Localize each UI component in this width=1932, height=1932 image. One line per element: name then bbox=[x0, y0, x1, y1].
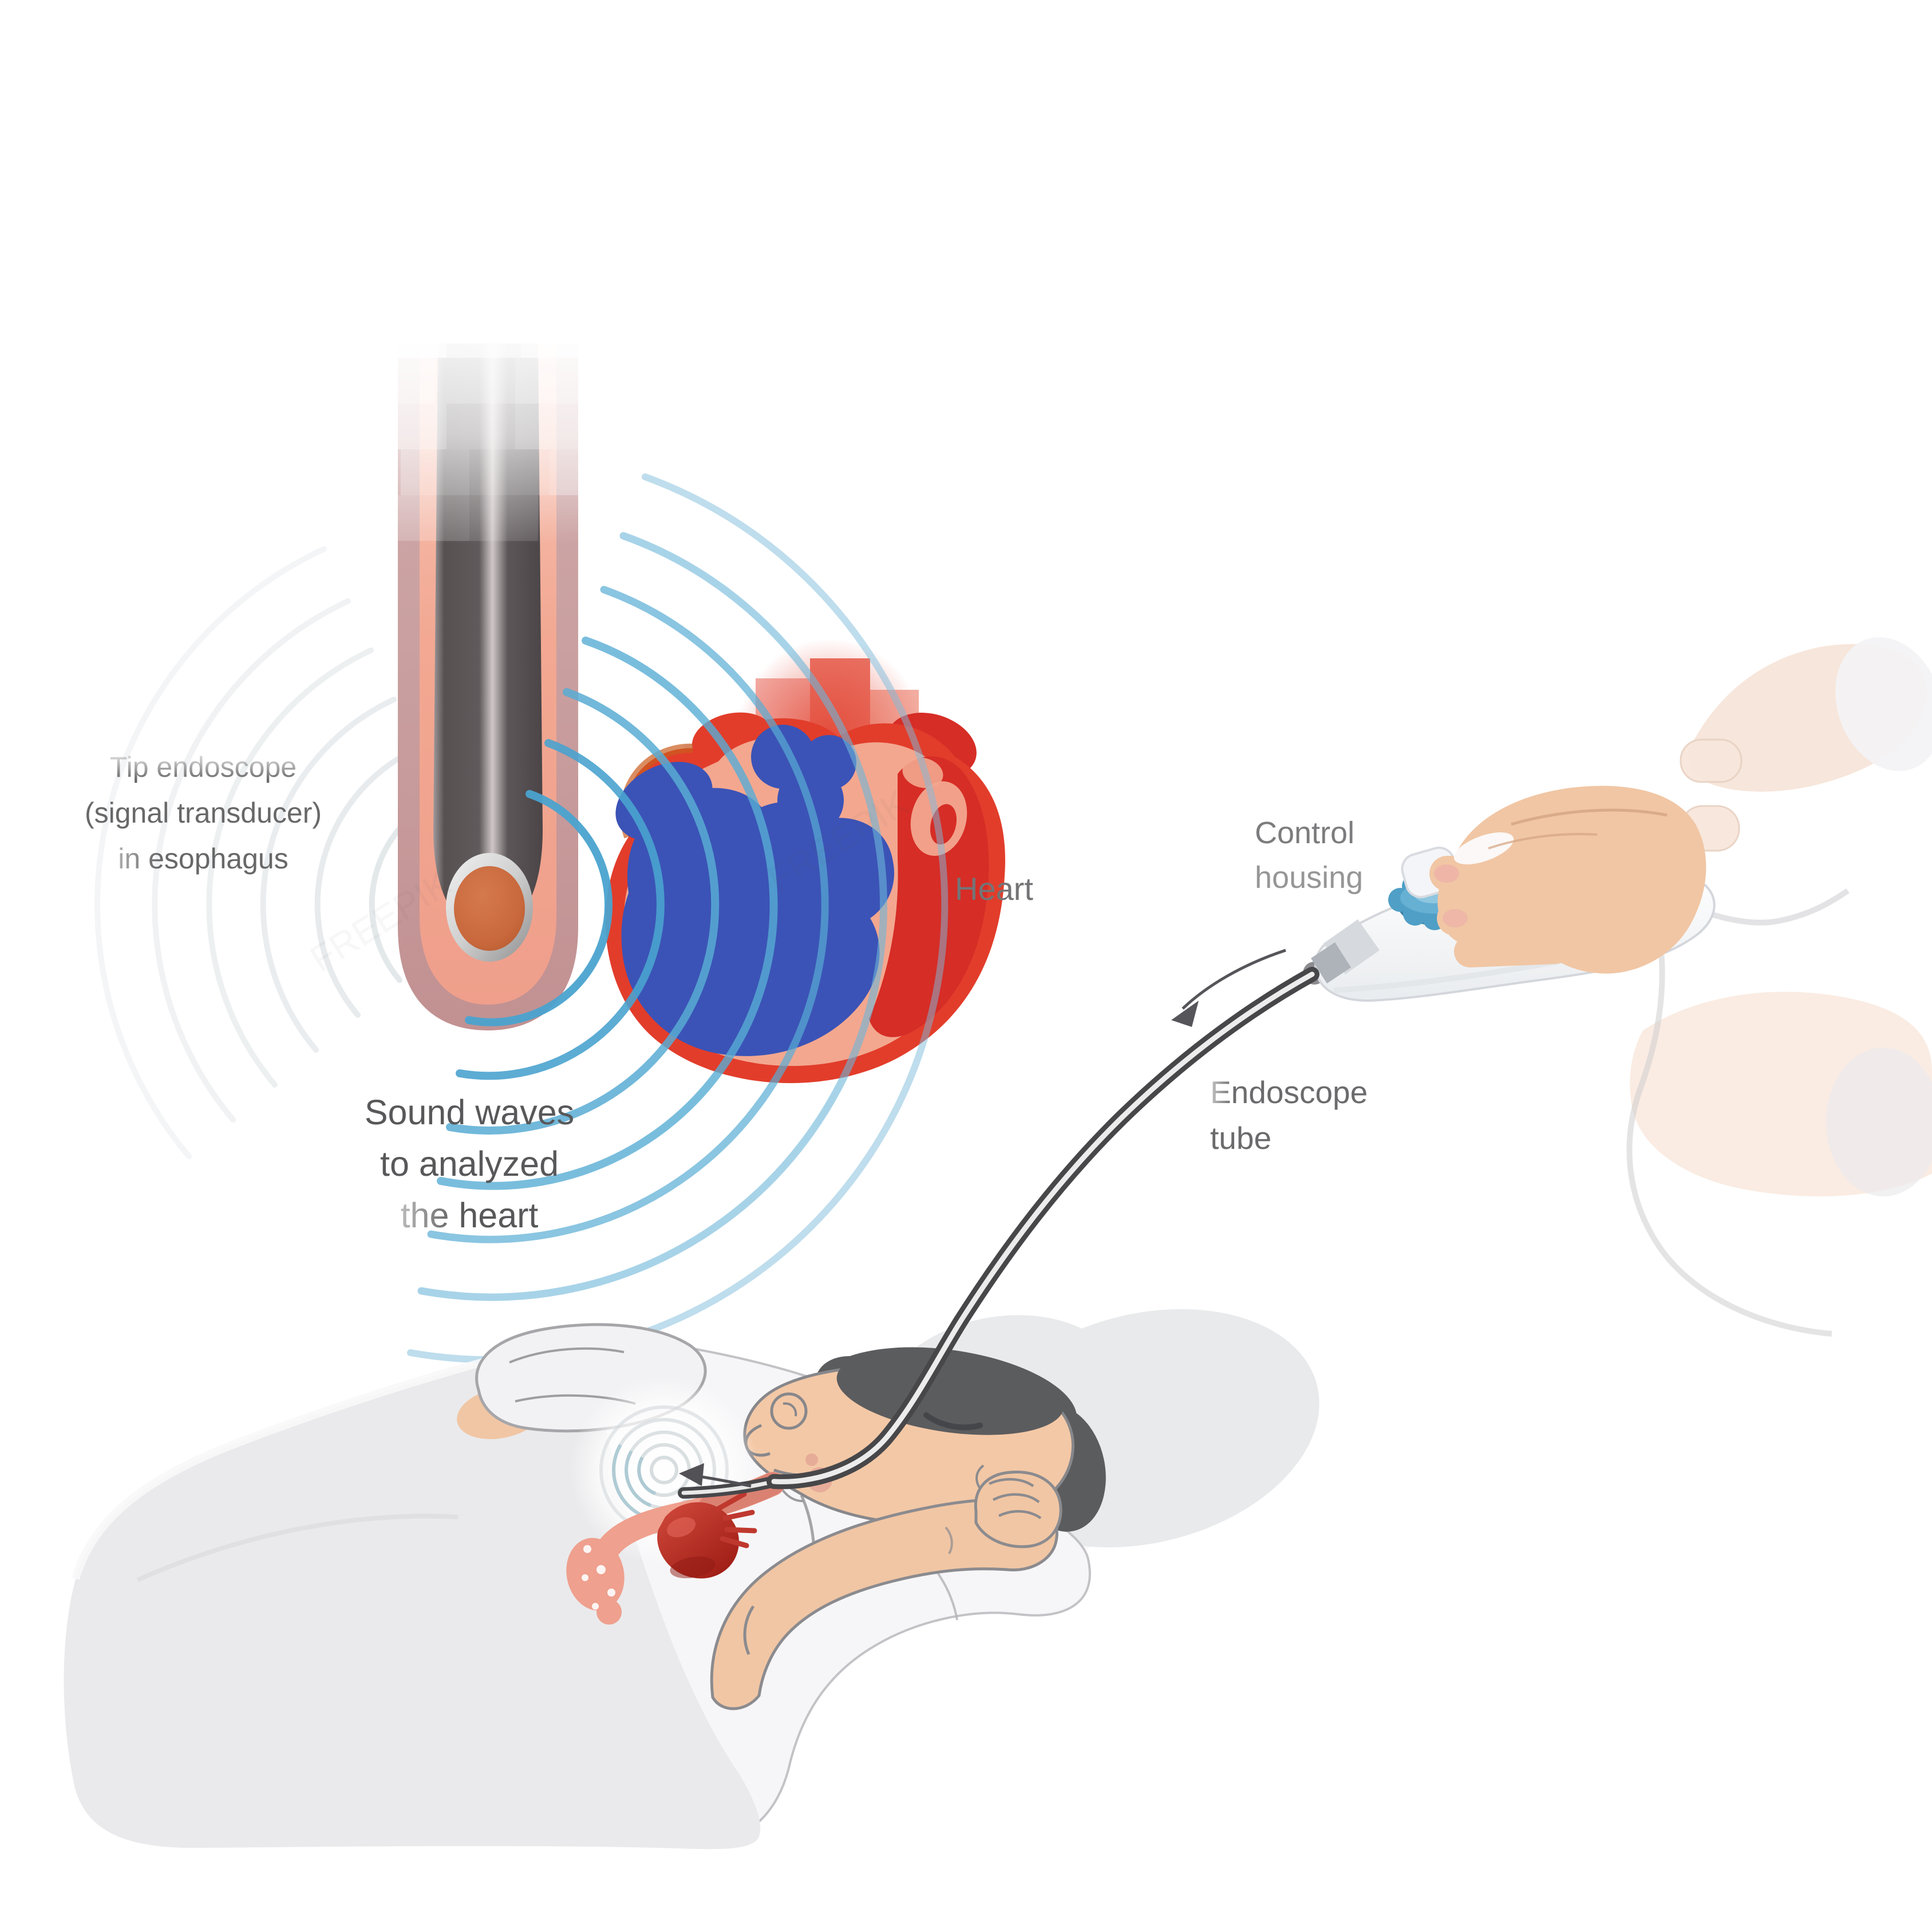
label-tip-line3: in esophagus bbox=[118, 843, 289, 875]
label-endoscope-tube: Endoscope tube bbox=[1210, 1069, 1368, 1161]
esophagus-cross-section bbox=[375, 303, 630, 1030]
patient-hand bbox=[974, 1464, 1062, 1548]
ear bbox=[770, 1392, 808, 1430]
label-sound-line1: Sound waves bbox=[364, 1093, 575, 1132]
operator-hand bbox=[1429, 785, 1706, 974]
chest-scan-diagram bbox=[566, 1376, 785, 1625]
patient bbox=[64, 1309, 1319, 1850]
label-control-line2: housing bbox=[1255, 860, 1364, 895]
operator-hand-group bbox=[1303, 637, 1932, 1337]
finger bbox=[1454, 932, 1571, 967]
probe-direction-arrow-icon bbox=[679, 1463, 752, 1488]
transducer-face bbox=[454, 866, 525, 951]
label-tip-line1: Tip endoscope bbox=[109, 751, 297, 783]
finger bbox=[1437, 895, 1567, 935]
patient-arm bbox=[710, 1464, 1062, 1710]
label-sound-line2: to analyzed bbox=[380, 1144, 559, 1183]
stomach bbox=[566, 1538, 625, 1625]
fade-mosaic bbox=[375, 303, 630, 544]
label-tip-endoscope: Tip endoscope (signal transducer) in eso… bbox=[80, 744, 326, 882]
patient-head bbox=[743, 1347, 1106, 1532]
label-control-line1: Control bbox=[1255, 816, 1355, 850]
label-sound-line3: the heart bbox=[400, 1196, 539, 1235]
endoscope-tube-external bbox=[767, 949, 1319, 1490]
label-tube-line1: Endoscope bbox=[1210, 1074, 1368, 1110]
tube-direction-arrow-icon bbox=[1171, 949, 1286, 1027]
heart-left-ventricle bbox=[621, 788, 895, 1056]
mini-heart bbox=[657, 1491, 757, 1579]
sound-waves-arcs bbox=[407, 473, 949, 1364]
label-control-housing: Control housing bbox=[1255, 811, 1363, 900]
sound-waves-left-faint bbox=[94, 546, 442, 1159]
closed-eye bbox=[923, 1412, 983, 1431]
label-heart: Heart bbox=[955, 871, 1033, 907]
label-sound-waves: Sound waves to analyzed the heart bbox=[361, 1086, 578, 1241]
label-tube-line2: tube bbox=[1210, 1120, 1272, 1156]
thumbnail bbox=[1453, 832, 1514, 864]
label-tip-line2: (signal transducer) bbox=[84, 797, 322, 829]
